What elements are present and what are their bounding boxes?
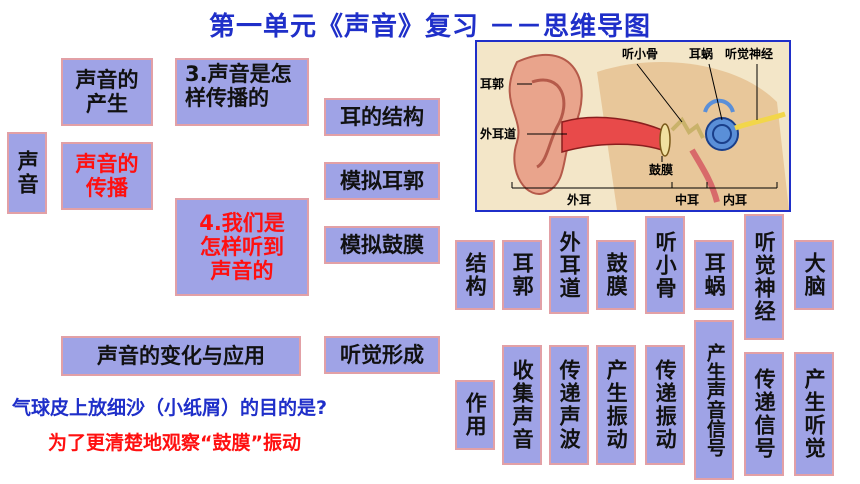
experiment-answer: 为了更清楚地观察“鼓膜”振动 <box>48 432 301 454</box>
activity-hearing-formation[interactable]: 听觉形成 <box>324 336 440 374</box>
function-cell[interactable]: 收集声音 <box>502 345 542 465</box>
structure-cell[interactable]: 外耳道 <box>549 216 589 314</box>
label-inner-ear: 内耳 <box>723 192 747 207</box>
function-cell[interactable]: 产生振动 <box>596 345 636 465</box>
label-ossicles: 听小骨 <box>622 46 658 61</box>
question-how-we-hear[interactable]: 4.我们是怎样听到声音的 <box>175 198 309 296</box>
structure-cell[interactable]: 听小骨 <box>645 216 685 314</box>
ear-illustration: 耳郭 外耳道 听小骨 耳蜗 听觉神经 鼓膜 外耳 中耳 内耳 <box>477 42 789 210</box>
ear-anatomy-diagram: 耳郭 外耳道 听小骨 耳蜗 听觉神经 鼓膜 外耳 中耳 内耳 <box>475 40 791 212</box>
row-header-function: 作用 <box>455 380 495 450</box>
label-auricle: 耳郭 <box>480 76 504 91</box>
function-cell[interactable]: 传递信号 <box>744 352 784 476</box>
label-middle-ear: 中耳 <box>675 192 699 207</box>
experiment-question: 气球皮上放细沙（小纸屑）的目的是? <box>12 397 328 419</box>
branch-sound-propagation[interactable]: 声音的传播 <box>61 142 153 210</box>
structure-cell[interactable]: 听觉神经 <box>744 214 784 340</box>
activity-ear-structure[interactable]: 耳的结构 <box>324 98 440 136</box>
activity-model-eardrum[interactable]: 模拟鼓膜 <box>324 226 440 264</box>
branch-sound-production[interactable]: 声音的产生 <box>61 58 153 126</box>
structure-cell[interactable]: 耳蜗 <box>694 240 734 310</box>
function-cell[interactable]: 传递声波 <box>549 345 589 465</box>
label-auditory-nerve: 听觉神经 <box>725 46 773 61</box>
activity-model-auricle[interactable]: 模拟耳郭 <box>324 162 440 200</box>
structure-cell[interactable]: 鼓膜 <box>596 240 636 310</box>
branch-sound-change-application[interactable]: 声音的变化与应用 <box>61 336 301 376</box>
structure-cell[interactable]: 大脑 <box>794 240 834 310</box>
label-cochlea: 耳蜗 <box>689 46 713 61</box>
row-header-structure: 结构 <box>455 240 495 310</box>
function-cell[interactable]: 产生听觉 <box>794 352 834 476</box>
structure-cell[interactable]: 耳郭 <box>502 240 542 310</box>
root-node-sound[interactable]: 声音 <box>7 132 47 214</box>
label-eardrum: 鼓膜 <box>649 162 673 177</box>
label-ear-canal: 外耳道 <box>480 126 516 141</box>
question-how-sound-travels[interactable]: 3.声音是怎样传播的 <box>175 58 309 126</box>
label-outer-ear: 外耳 <box>567 192 591 207</box>
function-cell[interactable]: 传递振动 <box>645 345 685 465</box>
function-cell[interactable]: 产生声音信号 <box>694 320 734 480</box>
page-title: 第一单元《声音》复习 －－思维导图 <box>208 12 652 42</box>
